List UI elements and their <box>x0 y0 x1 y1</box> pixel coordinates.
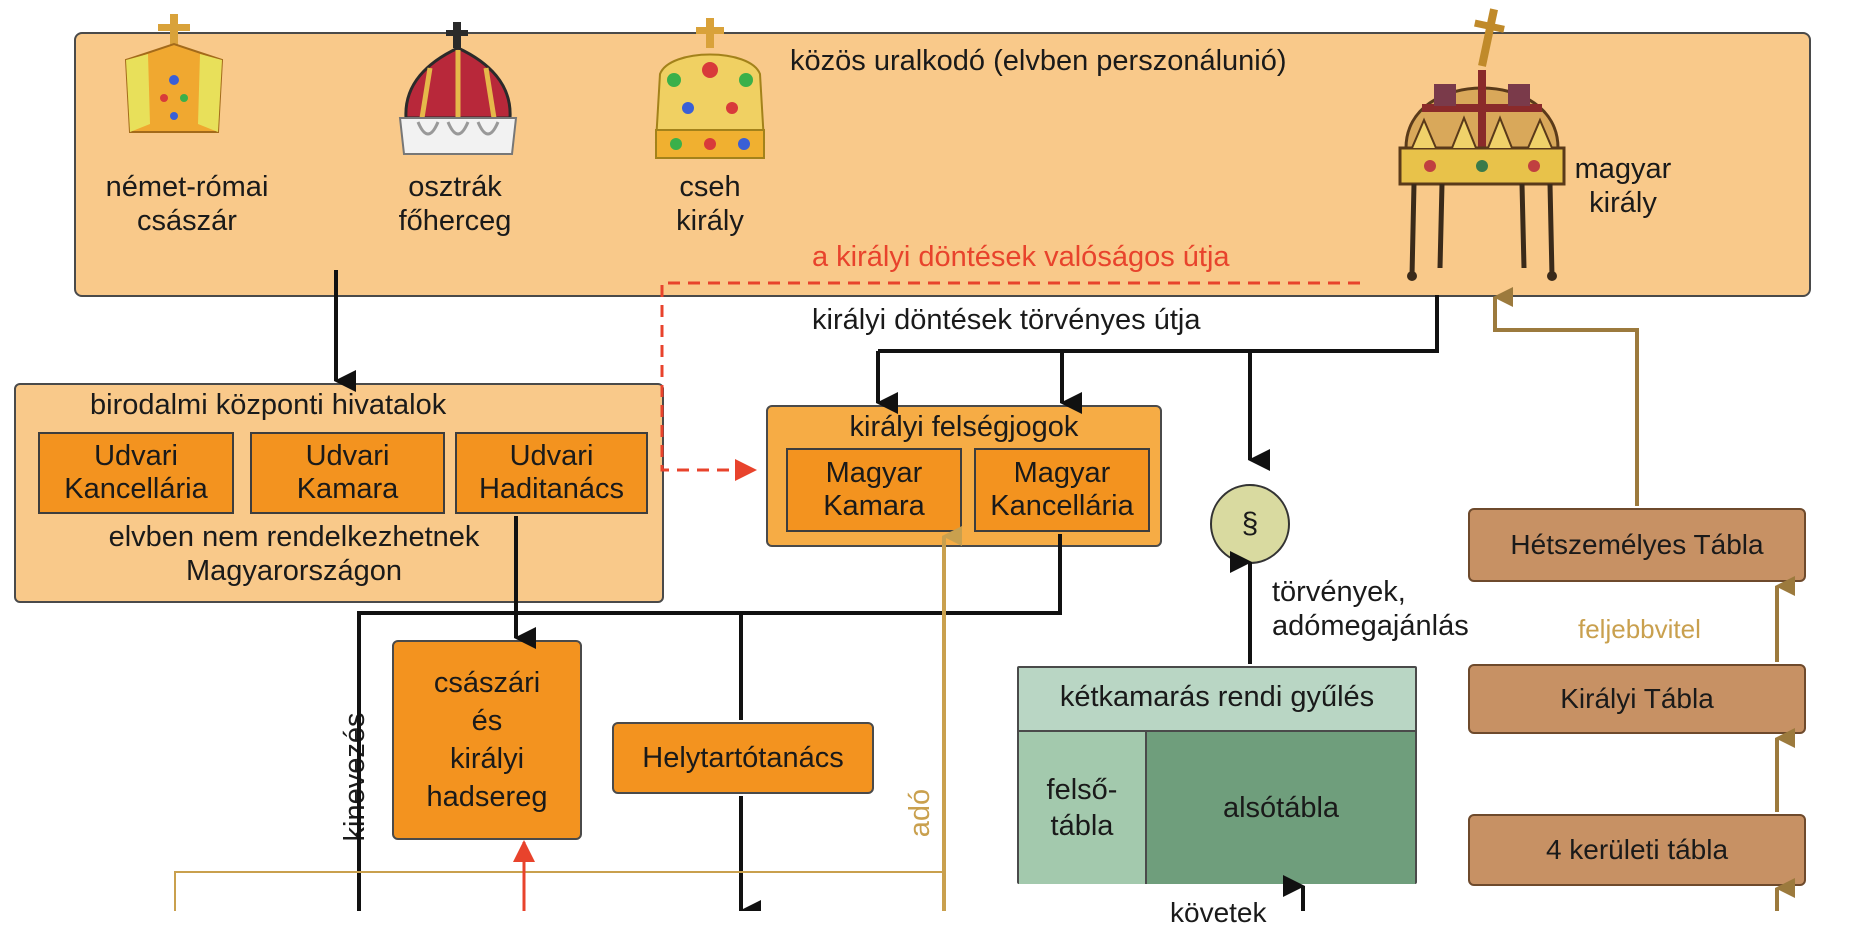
legal-path-label: királyi döntések törvényes útja <box>812 304 1201 336</box>
district-court: 4 kerületi tábla <box>1468 814 1806 886</box>
appeal-label: feljebbvitel <box>1578 614 1701 644</box>
common-ruler-label: közös uralkodó (elvben perszonálunió) <box>790 45 1287 77</box>
diet-title: kétkamarás rendi gyűlés <box>1059 681 1375 713</box>
imperial-offices-title: birodalmi központi hivatalok <box>90 389 447 421</box>
line-chancellery-appointment <box>357 534 1062 911</box>
bohemian-crown-icon <box>654 18 766 159</box>
real-path-arrow <box>660 281 1360 481</box>
legal-path-line <box>878 295 1439 353</box>
tax-thin-line <box>174 871 944 911</box>
septemviral-court: Hétszemélyes Tábla <box>1468 508 1806 582</box>
archducal-hat-icon <box>398 22 518 155</box>
royal-court: Királyi Tábla <box>1468 664 1806 734</box>
lower-house: alsótábla <box>1147 730 1415 884</box>
royal-rights-title: királyi felségjogok <box>849 411 1079 443</box>
upper-house: felső-tábla <box>1019 730 1147 884</box>
laws-label: törvények,adómegajánlás <box>1272 576 1469 642</box>
connector-lines <box>174 270 1795 911</box>
real-path-label: a királyi döntések valóságos útja <box>812 241 1230 273</box>
holy-crown-icon <box>1398 8 1566 281</box>
appeal-line-to-king <box>1493 287 1639 506</box>
imperial-crown-icon <box>124 14 224 133</box>
law-symbol: § <box>1210 484 1290 564</box>
governor-council: Helytartótanács <box>612 722 874 794</box>
